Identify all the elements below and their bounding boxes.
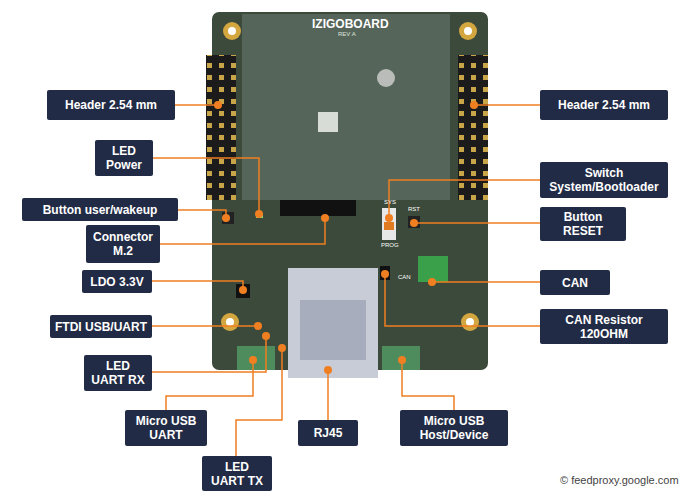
- callout-box: Button user/wakeup: [22, 198, 178, 221]
- pin-header: [458, 55, 488, 200]
- callout-box: Micro USB Host/Device: [400, 410, 508, 446]
- callout-text: Header 2.54 mm: [558, 98, 650, 112]
- micro-usb: [237, 346, 275, 370]
- mounting-hole: [228, 27, 236, 35]
- callout-text: FTDI USB/UART: [55, 320, 147, 334]
- ldo-chip: [236, 284, 250, 298]
- callout-text: LED Power: [100, 144, 148, 172]
- callout-box: LED UART RX: [84, 355, 152, 391]
- callout-box: CAN: [540, 270, 610, 295]
- callout-text: LED UART TX: [207, 460, 267, 488]
- mounting-hole: [221, 313, 239, 331]
- callout-box: LDO 3.3V: [82, 270, 152, 293]
- pin-header-pins: [458, 55, 488, 200]
- mounting-hole: [223, 22, 241, 40]
- can-jumper: [380, 266, 390, 280]
- callout-text: CAN: [562, 276, 588, 290]
- mounting-hole: [226, 318, 234, 326]
- callout-box: FTDI USB/UART: [50, 315, 152, 338]
- watermark: © feedproxy.google.com: [560, 474, 679, 486]
- wakeup-button: [222, 212, 234, 224]
- can-terminal: [418, 256, 448, 282]
- pin-header-pins: [206, 55, 236, 200]
- callout-text: Micro USB UART: [130, 414, 202, 442]
- callout-text: Button user/wakeup: [43, 203, 158, 217]
- callout-text: LDO 3.3V: [90, 275, 143, 289]
- mounting-hole: [459, 22, 477, 40]
- standoff: [377, 69, 395, 87]
- silkscreen-text: CAN: [398, 274, 411, 280]
- mounting-hole: [464, 27, 472, 35]
- callout-text: Header 2.54 mm: [65, 98, 157, 112]
- leader-lines: [152, 105, 540, 456]
- silkscreen-text: SYS: [384, 199, 396, 205]
- callout-box: Header 2.54 mm: [540, 90, 668, 120]
- mounting-hole: [466, 318, 474, 326]
- callout-text: CAN Resistor 120OHM: [545, 313, 663, 341]
- callout-text: Micro USB Host/Device: [405, 414, 503, 442]
- callout-box: Micro USB UART: [125, 410, 207, 446]
- chip: [318, 112, 338, 132]
- silkscreen-text: IZIGOBOARD: [312, 17, 389, 31]
- callout-text: Button RESET: [545, 210, 621, 238]
- mounting-hole: [461, 313, 479, 331]
- silkscreen-text: RST: [408, 206, 420, 212]
- m2-connector: [280, 200, 356, 216]
- callout-box: Button RESET: [540, 207, 626, 241]
- silkscreen-text: REV A: [338, 31, 356, 37]
- boot-switch-knob: [384, 222, 394, 230]
- callout-box: Header 2.54 mm: [47, 90, 175, 120]
- callout-box: Switch System/Bootloader: [540, 162, 668, 198]
- silkscreen-text: PROG: [381, 242, 399, 248]
- micro-usb: [382, 346, 420, 370]
- callout-text: Switch System/Bootloader: [545, 166, 663, 194]
- callout-box: LED UART TX: [202, 456, 272, 491]
- callout-text: LED UART RX: [89, 359, 147, 387]
- callout-text: Connector M.2: [91, 230, 155, 258]
- callout-box: RJ45: [298, 420, 358, 446]
- callout-box: CAN Resistor 120OHM: [540, 309, 668, 344]
- rj45-jack: [288, 268, 378, 378]
- module-card: [242, 14, 450, 200]
- callout-text: RJ45: [314, 426, 343, 440]
- callout-box: LED Power: [95, 140, 153, 176]
- reset-button: [408, 216, 420, 228]
- pcb-board: [212, 12, 488, 370]
- rj45-jack: [300, 300, 366, 360]
- leader-dots: [214, 101, 478, 374]
- pin-header: [206, 55, 236, 200]
- callout-box: Connector M.2: [86, 225, 160, 263]
